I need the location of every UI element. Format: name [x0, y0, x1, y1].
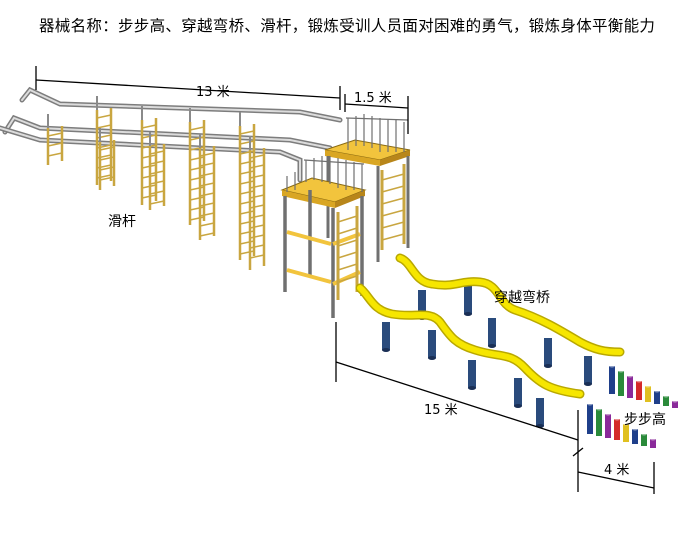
stepping-stone: [672, 399, 678, 408]
bridge-post: [584, 356, 592, 386]
ladder: [95, 96, 113, 185]
bridge-post: [514, 378, 522, 408]
stepping-stone: [605, 412, 611, 438]
dimension-4-label: 4 米: [604, 463, 629, 478]
dimension-13-label: 13 米: [196, 85, 230, 100]
stepping-stone: [614, 417, 620, 440]
ladder: [98, 128, 116, 190]
tower-front: [280, 156, 367, 318]
bridge-post: [488, 318, 496, 348]
curved-bridges: [355, 253, 625, 399]
bridge-post: [464, 286, 472, 316]
slide-pole-structure: [0, 86, 343, 183]
label-curved-bridge: 穿越弯桥: [494, 289, 550, 306]
ladder: [248, 136, 266, 270]
bridge-post: [536, 398, 544, 428]
stepping-stone: [632, 427, 638, 444]
stepping-stone: [618, 369, 624, 396]
ladder: [46, 114, 64, 165]
stepping-stones: [587, 364, 678, 448]
stepping-stone: [587, 402, 593, 434]
bridge-post: [428, 330, 436, 360]
ladder: [238, 112, 256, 260]
stepping-stone: [596, 407, 602, 436]
dimension-4: [577, 462, 655, 494]
ladder: [188, 108, 206, 225]
bridge-post: [468, 360, 476, 390]
dimension-1-5-label: 1.5 米: [354, 91, 392, 106]
ladder: [198, 134, 216, 240]
stepping-stone: [645, 384, 651, 402]
bridge-post: [544, 338, 552, 368]
stepping-stone: [654, 389, 660, 404]
stepping-stone: [636, 379, 642, 400]
page-caption: 器械名称：步步高、穿越弯桥、滑杆，锻炼受训人员面对困难的勇气，锻炼身体平衡能力: [39, 17, 656, 35]
ladder-group: [46, 96, 266, 270]
dimension-13: [35, 66, 341, 110]
dimension-15-label: 15 米: [424, 403, 458, 418]
bridge-posts: [382, 286, 592, 428]
stepping-stone: [627, 374, 633, 398]
stepping-stone: [623, 422, 629, 442]
stepping-stone: [650, 437, 656, 448]
dimension-15: [335, 322, 584, 492]
label-stepping-stones: 步步高: [624, 411, 666, 428]
ladder: [148, 132, 166, 210]
label-slide-poles: 滑杆: [108, 213, 136, 230]
stepping-stone: [609, 364, 615, 394]
bridge-post: [382, 322, 390, 352]
stepping-stone: [641, 432, 647, 446]
tower-back: [324, 114, 411, 262]
dimension-1-5: [344, 94, 409, 134]
stepping-stone: [663, 394, 669, 406]
